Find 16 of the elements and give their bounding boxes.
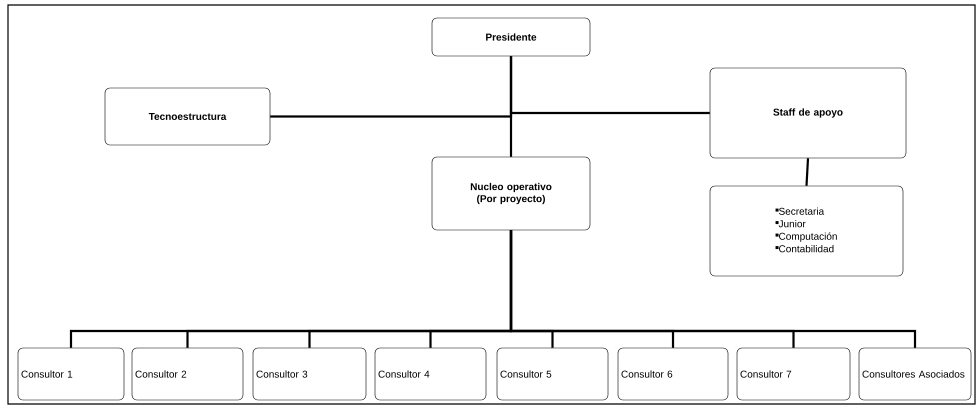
connector-line bbox=[510, 230, 916, 348]
consultant-box: Consultor 4 bbox=[374, 348, 486, 400]
connector-line bbox=[805, 158, 810, 186]
consultant-box: Consultor 6 bbox=[618, 348, 728, 400]
consultant-box: Consultor 5 bbox=[496, 348, 608, 400]
org-box: Staff de apoyo bbox=[710, 68, 906, 158]
org-box: Presidente bbox=[432, 18, 590, 56]
connector-line bbox=[510, 56, 512, 157]
list-box: Secretaria Junior Computación Contabilidad bbox=[710, 186, 904, 276]
consultant-box: Consultor 1 bbox=[18, 348, 124, 400]
org-box: Tecnoestructura bbox=[104, 88, 270, 146]
consultant-box: Consultor 3 bbox=[252, 348, 366, 400]
org-box: Nucleo operativo (Por proyecto) bbox=[432, 156, 590, 230]
consultant-box: Consultores Asociados bbox=[858, 348, 972, 400]
consultant-box: Consultor 7 bbox=[736, 348, 850, 400]
consultant-box: Consultor 2 bbox=[132, 348, 244, 400]
